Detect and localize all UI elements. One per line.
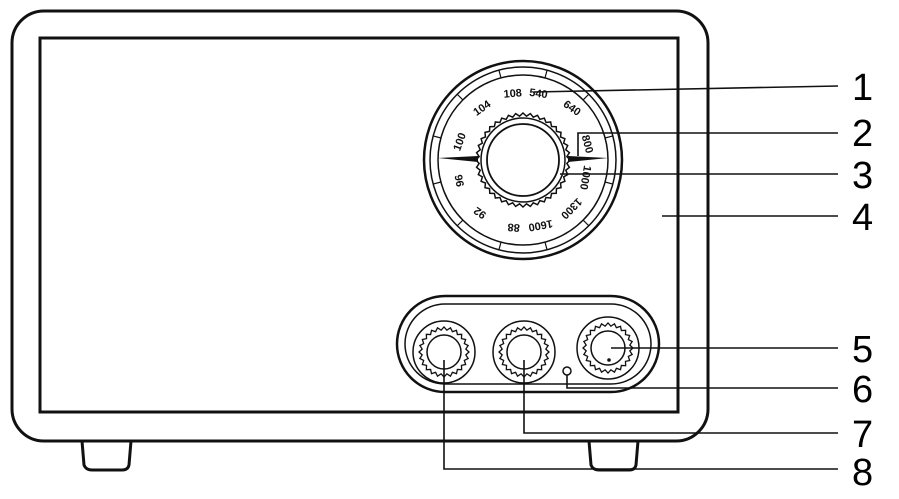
- dial-tick: [498, 241, 502, 250]
- dial-tick: [544, 241, 548, 250]
- dial-ticks: [433, 70, 613, 250]
- dial-tick: [582, 219, 590, 227]
- foot-left: [80, 440, 133, 472]
- dial-label-100: 100: [451, 131, 469, 152]
- dial-label-92: 92: [472, 204, 489, 221]
- dial-label-1300: 1300: [558, 195, 584, 221]
- callout-1: 1: [852, 67, 873, 109]
- dial-label-96: 96: [453, 173, 467, 187]
- leader-line-2: [577, 132, 838, 156]
- control-panel-outer: [395, 294, 661, 394]
- dial-label-1000: 1000: [577, 164, 593, 190]
- dial-label-800: 800: [579, 134, 595, 155]
- tuning-knob-serrated-edge[interactable]: [474, 111, 572, 209]
- knob-left-serrated-edge[interactable]: [418, 326, 470, 378]
- control-panel-inner: [404, 303, 652, 385]
- callout-8: 8: [852, 452, 873, 494]
- dial-tick: [604, 181, 613, 185]
- foot-right: [587, 440, 640, 472]
- dial-tick: [604, 135, 613, 139]
- dial-tick: [582, 93, 590, 101]
- control-panel: [395, 294, 661, 394]
- dial-tick: [498, 70, 502, 79]
- dial-bezel-inner: [429, 66, 617, 254]
- dial-pointer-left: [438, 156, 478, 162]
- callout-labels: 1 2 3 4 5 6 7 8: [852, 67, 873, 494]
- knob-right-indicator-dot: [607, 358, 611, 362]
- dial-scale-ring: [437, 74, 609, 246]
- knob-right-serrated-edge[interactable]: [582, 322, 634, 374]
- dial-label-1600: 1600: [527, 217, 553, 233]
- dial-tick: [433, 135, 442, 139]
- callout-7: 7: [852, 414, 873, 456]
- callout-6: 6: [852, 369, 873, 411]
- dial-tick: [456, 219, 464, 227]
- dial-tick: [456, 93, 464, 101]
- callout-2: 2: [852, 113, 873, 155]
- dial-pointer-right: [568, 156, 608, 162]
- dial-bezel-outer: [422, 59, 624, 261]
- knob-middle-serrated-edge[interactable]: [498, 326, 550, 378]
- dial-label-540: 540: [528, 87, 548, 101]
- tuning-knob-ring[interactable]: [480, 117, 566, 203]
- front-panel: [38, 36, 680, 414]
- indicator-led: [562, 366, 572, 376]
- dial-label-108: 108: [503, 87, 522, 101]
- leader-line-7: [523, 360, 838, 434]
- dial-label-88: 88: [507, 220, 520, 233]
- callout-4: 4: [852, 197, 873, 239]
- callout-3: 3: [852, 155, 873, 197]
- leader-lines: [443, 85, 839, 470]
- dial-label-104: 104: [471, 98, 494, 119]
- leader-line-1: [533, 85, 839, 93]
- tuning-knob-cap[interactable]: [486, 123, 560, 197]
- dial-tick: [544, 70, 548, 79]
- cabinet-outer: [10, 9, 710, 443]
- callout-5: 5: [852, 329, 873, 371]
- dial-label-640: 640: [561, 98, 583, 118]
- dial-tick: [433, 181, 442, 185]
- leader-line-6: [566, 375, 838, 389]
- leader-line-8: [443, 360, 838, 470]
